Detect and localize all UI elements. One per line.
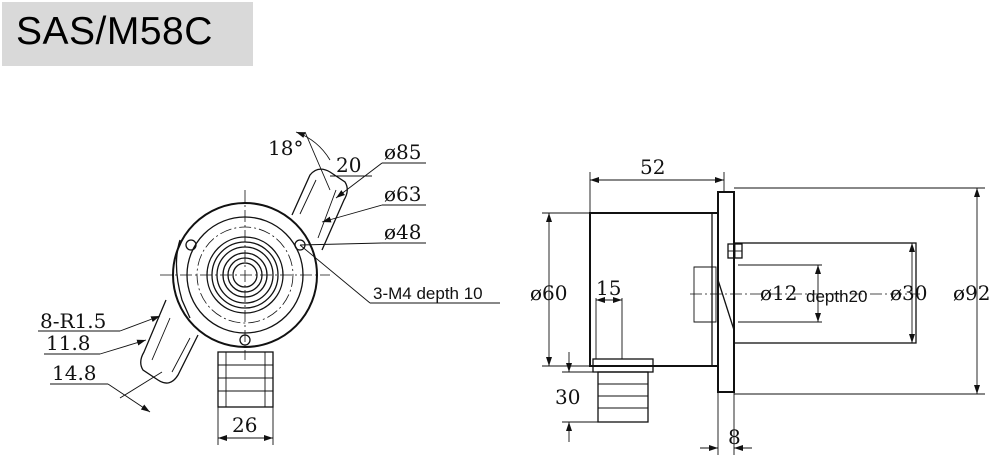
ring-3: [216, 246, 274, 304]
dim-slot-20: 20: [336, 153, 361, 177]
dim-30-connector: 30: [555, 385, 580, 409]
connector-body: [217, 351, 274, 408]
slot-arm-top: [291, 168, 348, 251]
dim-dia-48: ø48: [384, 220, 422, 244]
dim-dia-85: ø85: [384, 140, 422, 164]
bolt-circle: [196, 226, 294, 324]
slot-arm-bottom-inner: [151, 317, 191, 373]
model-title: SAS/M58C: [16, 10, 213, 53]
shaft-bore: [232, 262, 258, 288]
ring-5: [227, 257, 263, 293]
side-view: 52 ø60 15 30 ø12 depth20 ø30 ø92: [530, 155, 991, 455]
slot-arm-top-inner: [299, 179, 337, 239]
dim-bore-12: ø12: [760, 281, 798, 305]
ring-2: [211, 241, 279, 309]
slot-arm-bottom: [140, 299, 199, 384]
dim-11-8: 11.8: [46, 331, 91, 355]
holes-callout: 3-M4 depth 10: [373, 284, 483, 303]
dim-radius: 8-R1.5: [40, 309, 106, 333]
title-banner: SAS/M58C: [2, 2, 253, 66]
dim-width-26: 26: [232, 413, 257, 437]
dim-14-8: 14.8: [52, 361, 97, 385]
left-bracket: [175, 239, 191, 319]
dim-dia-30: ø30: [890, 281, 928, 305]
dim-bore-depth: depth20: [806, 287, 867, 306]
dim-dia-63: ø63: [384, 182, 422, 206]
dim-dia-92: ø92: [953, 281, 991, 305]
dim-15: 15: [596, 276, 621, 300]
mounting-flange: [717, 191, 735, 393]
ring-outer: [206, 236, 284, 314]
front-view: 26 18° 20 ø85 ø63 ø48 3-M4 depth 10 8-R1…: [38, 131, 500, 445]
mount-hole-1: [185, 239, 197, 251]
flange-circle: [172, 202, 318, 348]
ring-4: [222, 252, 268, 298]
dim-angle: 18°: [268, 136, 303, 160]
side-connector-body: [597, 371, 649, 423]
dim-length-52: 52: [640, 155, 665, 179]
inner-seat: [693, 266, 717, 323]
mount-hole-3: [239, 334, 251, 346]
body-circle: [186, 216, 304, 334]
dim-8: 8: [728, 425, 741, 449]
dim-dia-60: ø60: [530, 281, 568, 305]
